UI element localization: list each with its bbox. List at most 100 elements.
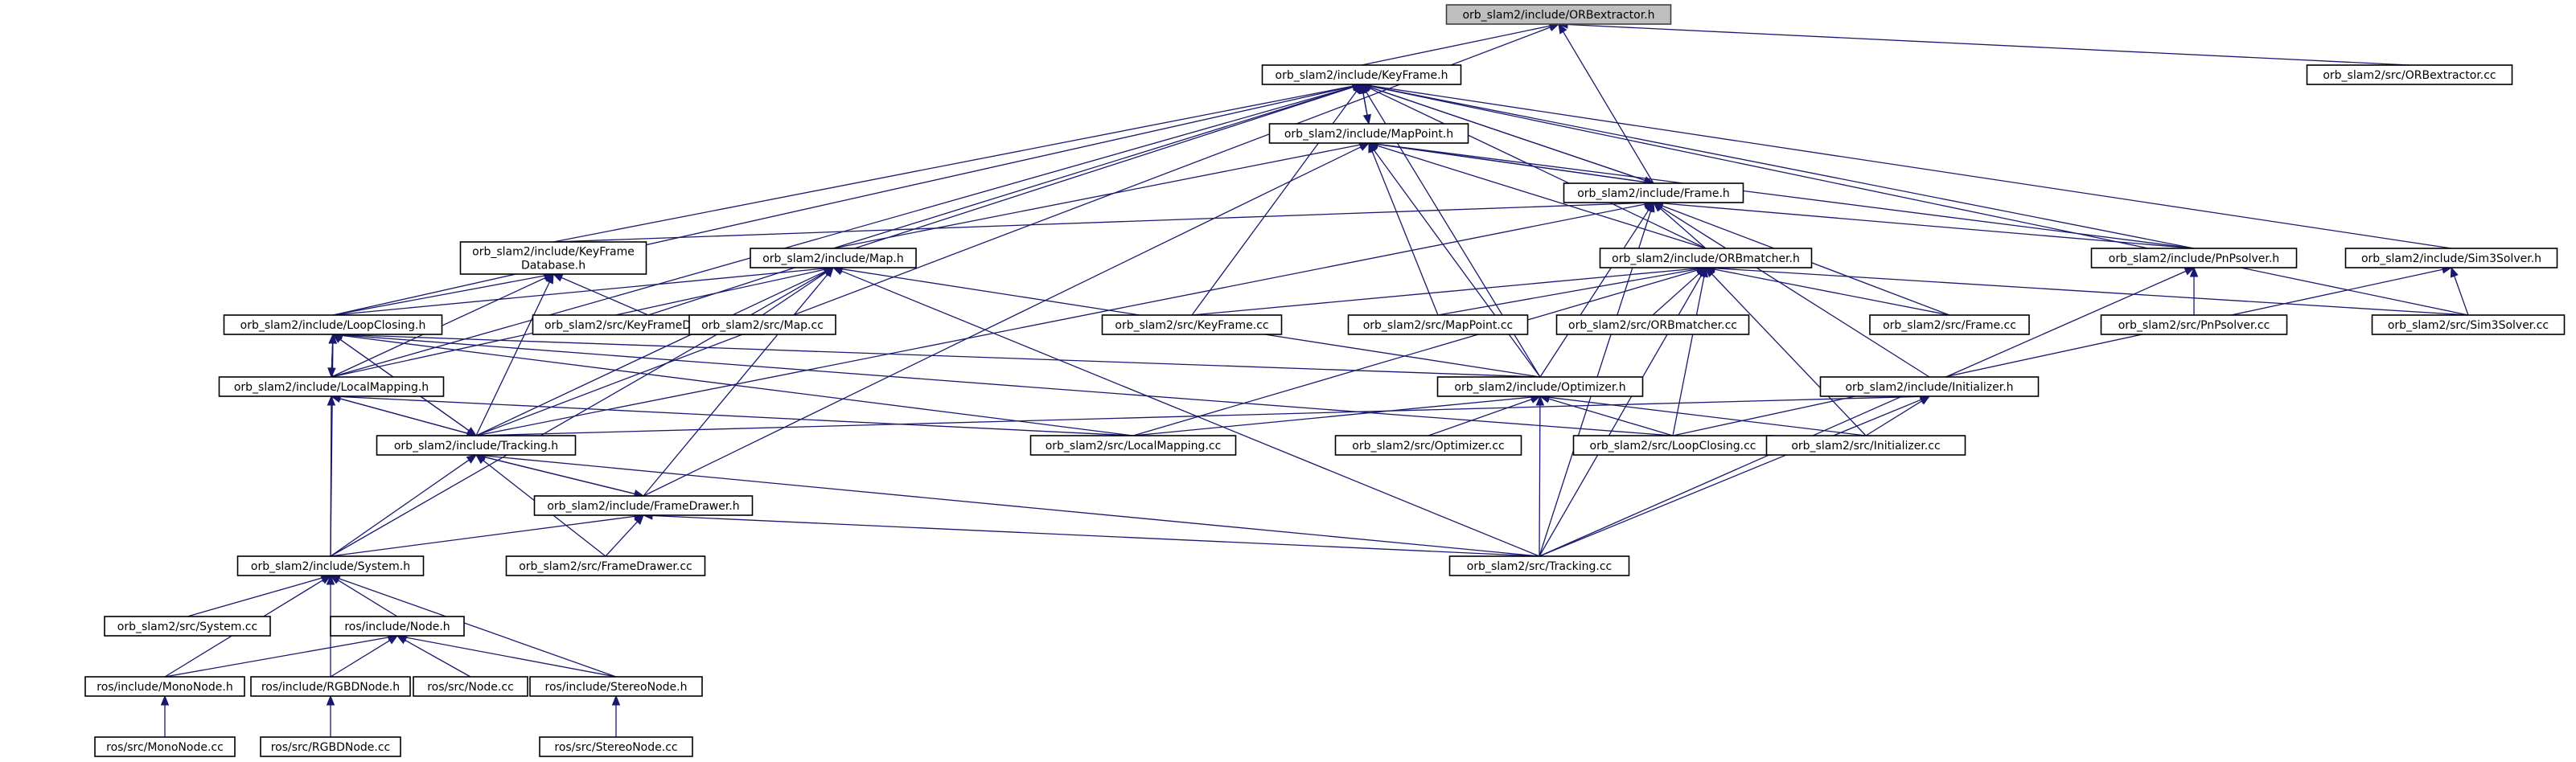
node-box xyxy=(250,676,411,697)
file-node-mappoint-h[interactable]: orb_slam2/include/MapPoint.h xyxy=(1268,123,1469,144)
file-node-system-h[interactable]: orb_slam2/include/System.h xyxy=(236,555,425,576)
node-box xyxy=(539,736,693,757)
node-box xyxy=(223,314,443,335)
node-box xyxy=(1869,314,2030,335)
arrowhead xyxy=(1705,267,1715,277)
file-node-mononode-h[interactable]: ros/include/MonoNode.h xyxy=(84,676,245,697)
node-label: orb_slam2/include/ORBmatcher.h xyxy=(1612,252,1800,265)
dependency-edge-framedrawer_cc-to-framedrawer_h xyxy=(605,514,644,557)
node-box xyxy=(688,314,836,335)
file-node-framedrawer-cc[interactable]: orb_slam2/src/FrameDrawer.cc xyxy=(505,555,706,576)
node-box xyxy=(2306,64,2513,85)
node-label: orb_slam2/include/Frame.h xyxy=(1577,187,1730,200)
node-label: ros/include/StereoNode.h xyxy=(545,681,688,694)
node-label: ros/src/RGBDNode.cc xyxy=(271,741,391,754)
file-node-localmapping-cc[interactable]: orb_slam2/src/LocalMapping.cc xyxy=(1029,435,1237,456)
arrowhead xyxy=(326,694,335,706)
file-node-keyframe-h[interactable]: orb_slam2/include/KeyFrame.h xyxy=(1261,64,1462,85)
file-node-orbmatcher-cc[interactable]: orb_slam2/src/ORBmatcher.cc xyxy=(1555,314,1750,335)
dependency-edge-tracking_cc-to-framedrawer_h xyxy=(642,511,1540,557)
arrowhead xyxy=(327,367,336,379)
arrowhead xyxy=(1558,23,1567,35)
node-box xyxy=(1448,555,1630,576)
file-node-sim3solver-cc[interactable]: orb_slam2/src/Sim3Solver.cc xyxy=(2371,314,2566,335)
file-node-keyframe-cc[interactable]: orb_slam2/src/KeyFrame.cc xyxy=(1101,314,1283,335)
dependency-edge-pnpsolver_h-to-keyframe_h xyxy=(1360,82,2195,249)
file-node-localmapping-h[interactable]: orb_slam2/include/LocalMapping.h xyxy=(218,376,445,397)
file-node-system-cc[interactable]: orb_slam2/src/System.cc xyxy=(104,616,271,637)
node-layer: orb_slam2/include/ORBextractor.h orb_slam… xyxy=(84,4,2566,757)
file-node-optimizer-cc[interactable]: orb_slam2/src/Optimizer.cc xyxy=(1334,435,1522,456)
file-node-stereonode-h[interactable]: ros/include/StereoNode.h xyxy=(529,676,703,697)
node-label: ros/include/MonoNode.h xyxy=(97,681,232,694)
dependency-edge-initializer_cc-to-initializer_h xyxy=(1865,395,1931,436)
file-node-tracking-cc[interactable]: orb_slam2/src/Tracking.cc xyxy=(1448,555,1630,576)
node-box xyxy=(1599,248,1813,268)
node-box xyxy=(1268,123,1469,144)
file-node-initializer-h[interactable]: orb_slam2/include/Initializer.h xyxy=(1819,376,2040,397)
node-label: orb_slam2/src/Sim3Solver.cc xyxy=(2388,319,2549,332)
node-label: orb_slam2/include/FrameDrawer.h xyxy=(547,500,739,513)
node-box xyxy=(236,555,425,576)
file-node-orbextractor-cc[interactable]: orb_slam2/src/ORBextractor.cc xyxy=(2306,64,2513,85)
node-box xyxy=(84,676,245,697)
file-node-initializer-cc[interactable]: orb_slam2/src/Initializer.cc xyxy=(1765,435,1966,456)
dependency-edge-stereonode_h-to-node_h xyxy=(396,633,617,678)
arrowhead xyxy=(1535,395,1545,406)
dependency-edge-system_h-to-localmapping_h xyxy=(327,395,336,557)
dependency-edge-keyframedatabase_cc-to-keyframedatabase_h xyxy=(552,273,649,316)
file-node-pnpsolver-h[interactable]: orb_slam2/include/PnPsolver.h xyxy=(2090,248,2298,268)
arrowhead xyxy=(2189,266,2199,277)
dependency-edge-map_h-to-keyframe_h xyxy=(832,83,1363,249)
arrowhead xyxy=(611,694,621,706)
node-label: ros/src/StereoNode.cc xyxy=(554,741,677,754)
dependency-edge-tracking_cc-to-orbmatcher_h xyxy=(1539,266,1707,557)
file-node-map-h[interactable]: orb_slam2/include/Map.h xyxy=(750,248,917,268)
file-node-orbmatcher-h[interactable]: orb_slam2/include/ORBmatcher.h xyxy=(1599,248,1813,268)
node-label: orb_slam2/include/Tracking.h xyxy=(394,440,558,453)
file-node-frame-h[interactable]: orb_slam2/include/Frame.h xyxy=(1563,182,1744,203)
file-node-pnpsolver-cc[interactable]: orb_slam2/src/PnPsolver.cc xyxy=(2100,314,2288,335)
file-node-mappoint-cc[interactable]: orb_slam2/src/MapPoint.cc xyxy=(1347,314,1529,335)
file-node-sim3solver-h[interactable]: orb_slam2/include/Sim3Solver.h xyxy=(2344,248,2558,268)
dependency-edge-rgbdnode_h-to-node_h xyxy=(330,635,399,678)
dependency-edge-tracking_cc-to-optimizer_h xyxy=(1535,395,1545,557)
dependency-edge-orbmatcher_h-to-frame_h xyxy=(1653,202,1707,249)
node-box xyxy=(2371,314,2566,335)
node-box xyxy=(1819,376,2040,397)
file-node-stereonode-cc[interactable]: ros/src/StereoNode.cc xyxy=(539,736,693,757)
file-node-tracking-h[interactable]: orb_slam2/include/Tracking.h xyxy=(376,435,577,456)
node-box xyxy=(1572,435,1773,456)
file-node-framedrawer-h[interactable]: orb_slam2/include/FrameDrawer.h xyxy=(533,495,754,516)
file-node-loopclosing-cc[interactable]: orb_slam2/src/LoopClosing.cc xyxy=(1572,435,1773,456)
file-node-node-cc[interactable]: ros/src/Node.cc xyxy=(413,676,528,697)
dependency-edge-mononode_cc-to-mononode_h xyxy=(160,694,170,737)
node-box xyxy=(104,616,271,637)
node-label: ros/include/Node.h xyxy=(344,621,450,633)
dependency-edge-tracking_h-to-framedrawer_h xyxy=(475,454,645,498)
arrowhead xyxy=(1646,201,1655,213)
dependency-edge-pnpsolver_h-to-mappoint_h xyxy=(1367,140,2195,249)
dependency-edge-loopclosing_cc-to-optimizer_h xyxy=(1539,395,1674,436)
dependency-edge-keyframe_h-to-mappoint_h xyxy=(1361,84,1372,125)
file-node-rgbdnode-h[interactable]: ros/include/RGBDNode.h xyxy=(250,676,411,697)
file-node-loopclosing-h[interactable]: orb_slam2/include/LoopClosing.h xyxy=(223,314,443,335)
file-node-mononode-cc[interactable]: ros/src/MonoNode.cc xyxy=(94,736,236,757)
file-node-optimizer-h[interactable]: orb_slam2/include/Optimizer.h xyxy=(1436,376,1644,397)
file-node-keyframedatabase-h[interactable]: orb_slam2/include/KeyFrameDatabase.h xyxy=(459,241,647,275)
dependency-edge-mappoint_cc-to-mappoint_h xyxy=(1368,141,1439,316)
dependency-edge-pnpsolver_h-to-frame_h xyxy=(1652,199,2195,249)
node-label: orb_slam2/src/MapPoint.cc xyxy=(1363,319,1514,332)
dependency-edge-optimizer_h-to-loopclosing_h xyxy=(331,330,1541,378)
file-node-map-cc[interactable]: orb_slam2/src/Map.cc xyxy=(688,314,836,335)
node-box xyxy=(1101,314,1283,335)
file-node-rgbdnode-cc[interactable]: ros/src/RGBDNode.cc xyxy=(260,736,401,757)
node-box xyxy=(1347,314,1529,335)
node-label: orb_slam2/src/Frame.cc xyxy=(1883,319,2016,332)
dependency-edge-framedrawer_h-to-map_h xyxy=(643,266,834,497)
file-node-node-h[interactable]: ros/include/Node.h xyxy=(330,616,465,637)
arrowhead xyxy=(634,514,644,525)
file-node-frame-cc[interactable]: orb_slam2/src/Frame.cc xyxy=(1869,314,2030,335)
file-node-orbextractor-h[interactable]: orb_slam2/include/ORBextractor.h xyxy=(1445,4,1672,25)
arrowhead xyxy=(1697,266,1707,278)
